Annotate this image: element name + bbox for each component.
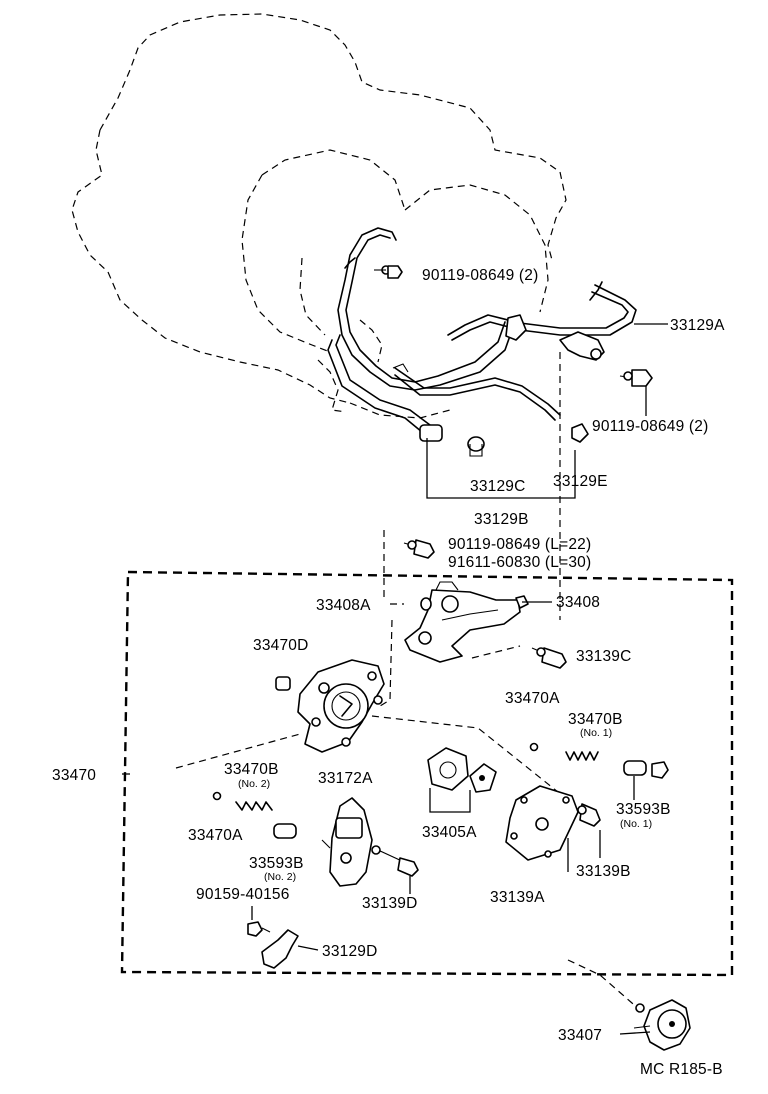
label-33129D: 33129D	[322, 943, 378, 960]
label-33129C: 33129C	[470, 478, 526, 495]
bracket-33172A	[321, 797, 373, 887]
label-33129B: 33129B	[474, 511, 529, 528]
label-33470A-right: 33470A	[505, 690, 560, 707]
spring-33470B-no1	[565, 751, 599, 761]
label-33172A: 33172A	[318, 770, 373, 787]
ball-33470A-left	[212, 791, 222, 801]
shift-rod-assembly	[327, 227, 637, 443]
bracket-33129B	[426, 438, 576, 499]
leader-housing-to-bolt	[471, 645, 521, 659]
leader-housing-dash	[379, 619, 393, 707]
label-33593B-right: 33593B	[616, 801, 671, 818]
label-33139D: 33139D	[362, 895, 418, 912]
leader-pump-right	[371, 715, 569, 801]
label-33470: 33470	[52, 767, 96, 784]
bushing-33129C	[467, 436, 485, 457]
label-33129E: 33129E	[553, 473, 608, 490]
label-33470B-right: 33470B	[568, 711, 623, 728]
label-33593B-right-note: (No. 1)	[620, 818, 652, 830]
shift-lever-housing-33408	[404, 581, 529, 663]
label-91611-60830-L30: 91611-60830 (L=30)	[448, 554, 591, 571]
label-33408: 33408	[556, 594, 600, 611]
leader-33407-dash	[567, 959, 641, 1011]
label-33593B-left: 33593B	[249, 855, 304, 872]
label-33139A: 33139A	[490, 889, 545, 906]
bolt-90119-08649-top	[374, 265, 403, 279]
bolt-90119-08649-right	[619, 369, 653, 387]
transmission-case-outline	[71, 13, 567, 419]
leader-pump-left	[175, 733, 301, 769]
label-33470B-left: 33470B	[224, 761, 279, 778]
label-33470A-left: 33470A	[188, 827, 243, 844]
label-33470D: 33470D	[253, 637, 309, 654]
spring-33470B-no2	[235, 801, 273, 811]
bracket-33405A	[429, 788, 471, 813]
plug-33593B-no1	[623, 760, 669, 779]
label-33407: 33407	[558, 1027, 602, 1044]
drive-gear-33407	[633, 999, 691, 1051]
label-90119-08649-top: 90119-08649 (2)	[422, 267, 538, 284]
label-90119-08649-right: 90119-08649 (2)	[592, 418, 708, 435]
label-33408A: 33408A	[316, 597, 371, 614]
pump-cover-33139A	[505, 785, 579, 861]
label-90159-40156: 90159-40156	[196, 886, 290, 903]
label-33139C: 33139C	[576, 648, 632, 665]
bolt-L22	[403, 539, 435, 559]
leader-33407	[619, 1031, 651, 1035]
label-33470B-left-note: (No. 2)	[238, 778, 270, 790]
ball-33470A-right	[529, 742, 539, 752]
label-33470B-right-note: (No. 1)	[580, 727, 612, 739]
screw-90159-40156	[247, 921, 271, 937]
oil-pump-assembly-box	[120, 570, 734, 977]
label-90119-08649-L22: 90119-08649 (L=22)	[448, 536, 591, 553]
pump-gear-set-33405A	[427, 747, 497, 793]
label-33593B-left-note: (No. 2)	[264, 871, 296, 883]
label-33129A: 33129A	[670, 317, 725, 334]
label-33405A: 33405A	[422, 824, 477, 841]
oil-pump-body	[297, 659, 385, 753]
lever-33129D	[261, 929, 319, 969]
bolt-33139D	[371, 845, 419, 877]
bolt-33139B	[577, 803, 601, 827]
label-33139B: 33139B	[576, 863, 631, 880]
bolt-33139C	[531, 647, 567, 669]
plug-33470D	[275, 676, 291, 691]
plug-33593B-no2	[273, 823, 297, 839]
diagram-code: MC R185-B	[640, 1061, 723, 1078]
